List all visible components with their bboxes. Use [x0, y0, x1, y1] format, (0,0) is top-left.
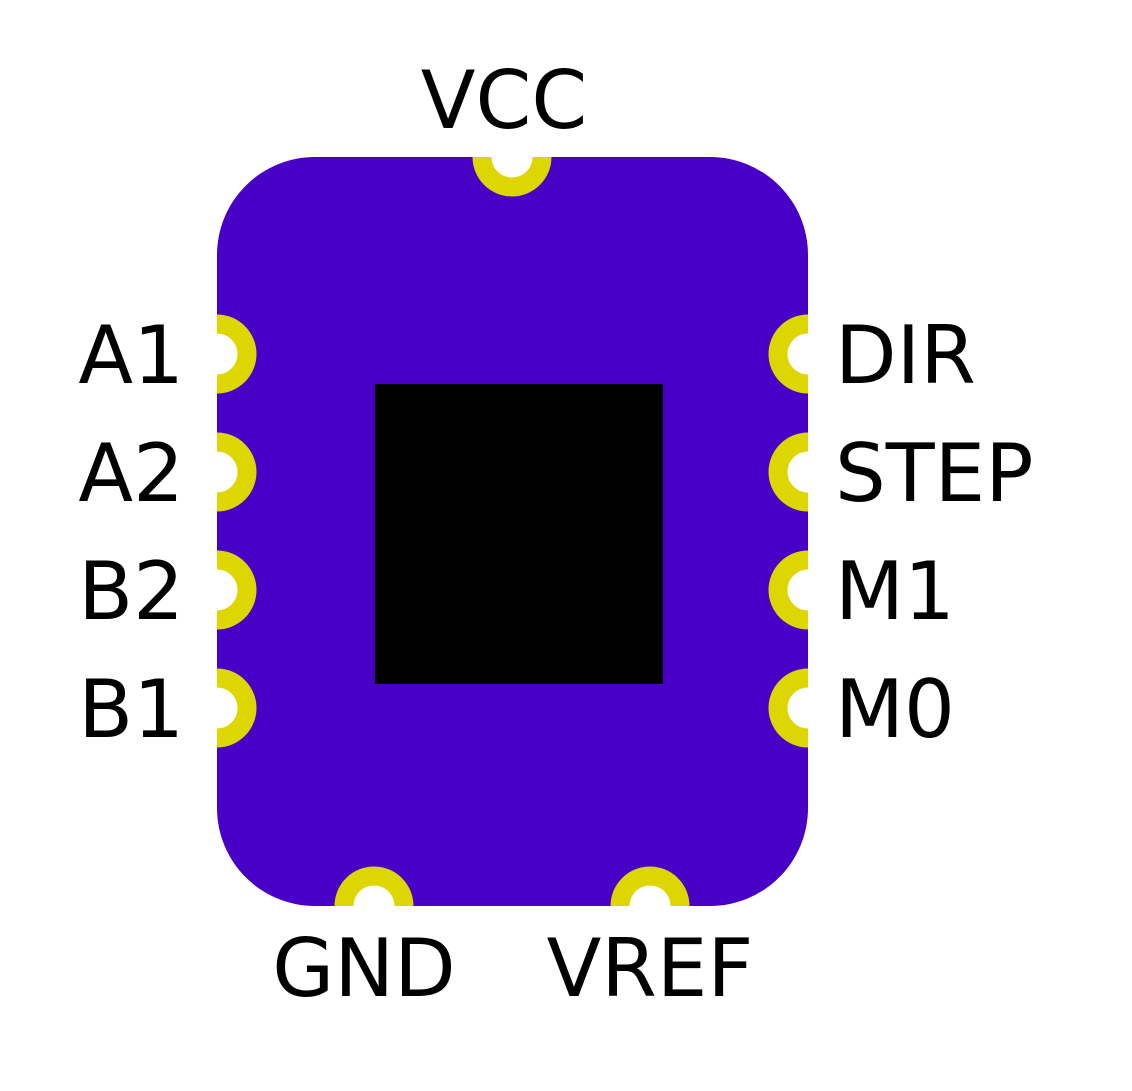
pin-a1: A1 — [78, 309, 257, 402]
pin-pad-m0 — [768, 668, 808, 748]
pin-pad-gnd — [334, 866, 414, 906]
pin-vref: VREF — [547, 866, 754, 1015]
pin-pad-a1 — [217, 314, 257, 394]
pin-pad-vcc — [472, 157, 552, 197]
pin-m1: M1 — [768, 545, 955, 638]
pin-dir: DIR — [768, 309, 976, 402]
pin-label-a2: A2 — [78, 427, 184, 520]
pin-pad-m1 — [768, 550, 808, 630]
pin-gnd: GND — [272, 866, 456, 1015]
pin-label-m0: M0 — [835, 663, 955, 756]
pin-a2: A2 — [78, 427, 257, 520]
driver-chip — [375, 384, 663, 684]
pin-label-a1: A1 — [78, 309, 184, 402]
pin-label-m1: M1 — [835, 545, 955, 638]
pin-pad-b1 — [217, 668, 257, 748]
pin-b2: B2 — [78, 545, 257, 638]
pin-label-b1: B1 — [78, 663, 184, 756]
pin-pad-b2 — [217, 550, 257, 630]
pin-pad-vref — [610, 866, 690, 906]
pin-pad-step — [768, 432, 808, 512]
pin-b1: B1 — [78, 663, 257, 756]
pin-label-step: STEP — [835, 427, 1033, 520]
pin-pad-a2 — [217, 432, 257, 512]
pin-vcc: VCC — [421, 54, 587, 197]
pin-pad-dir — [768, 314, 808, 394]
pin-step: STEP — [768, 427, 1033, 520]
pin-label-gnd: GND — [272, 922, 455, 1015]
pin-label-dir: DIR — [835, 309, 976, 402]
pin-label-vcc: VCC — [421, 54, 587, 147]
pin-label-b2: B2 — [78, 545, 184, 638]
pin-label-vref: VREF — [547, 922, 754, 1015]
pin-m0: M0 — [768, 663, 955, 756]
